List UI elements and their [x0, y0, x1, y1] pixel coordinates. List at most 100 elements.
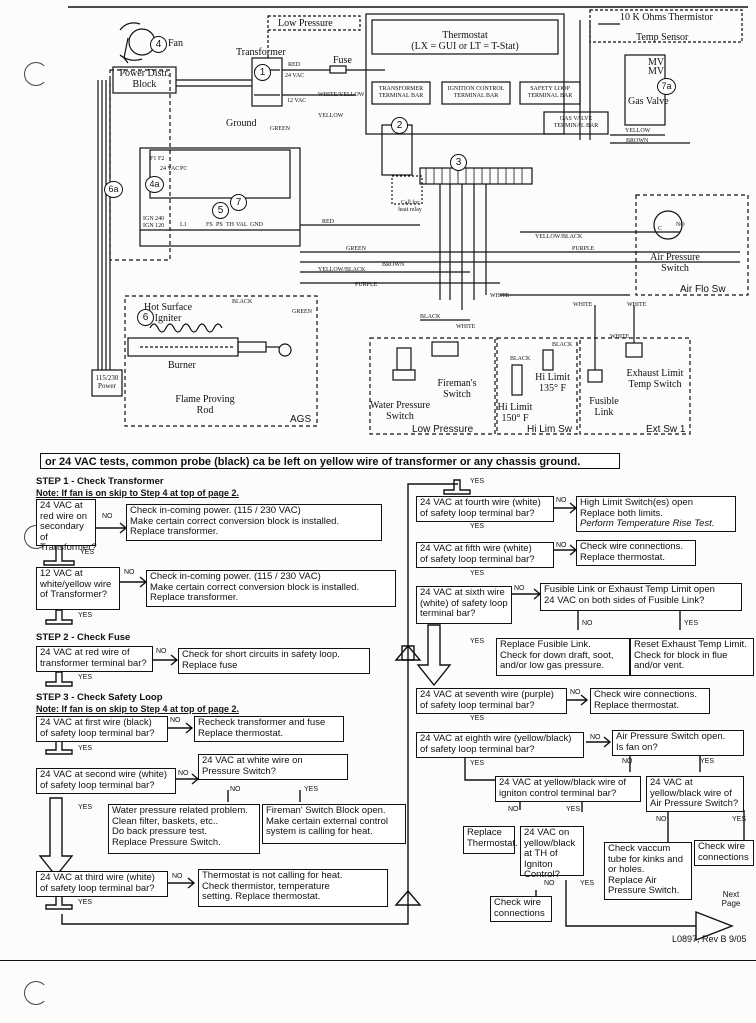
a-reset-exhaust: Reset Exhaust Temp Limit. Check for bloc…	[630, 638, 754, 676]
callout-7: 7	[230, 194, 247, 211]
no-label: NO	[570, 689, 581, 696]
brown-wire-label-2: BROWN	[382, 262, 405, 268]
c-contact-label: C	[658, 226, 663, 232]
step2-heading: STEP 2 - Check Fuse	[36, 632, 131, 643]
no-label: NO	[590, 734, 601, 741]
yes-label: YES	[470, 715, 485, 722]
a-fuse: Check for short circuits in safety loop.…	[178, 648, 370, 674]
a-replace-fusible: Replace Fusible Link. Check for down dra…	[496, 638, 630, 676]
terminal-24vac: 24 VAC	[160, 166, 180, 172]
callout-7a: 7a	[657, 78, 676, 95]
a-check-wire-bottom: Check wire connections	[490, 896, 552, 922]
flame-rod-label: Flame Proving Rod	[175, 394, 235, 416]
terminal-l1: L1	[180, 222, 187, 228]
water-pressure-label: Water Pressure Switch	[370, 400, 431, 422]
callout-4a: 4a	[145, 176, 164, 193]
ground-label: Ground	[226, 118, 257, 129]
white-wire-label-3: WHITE	[627, 302, 647, 308]
exhaust-limit-label: Exhaust Limit Temp Switch	[626, 368, 684, 390]
terminal-ign120: IGN 120	[143, 223, 165, 229]
fusible-label: Fusible Link	[589, 396, 619, 418]
air-pressure-switch-label: Air Pressure Switch	[650, 252, 700, 274]
gas-valve-label: Gas Valve	[628, 96, 669, 107]
yes-label: YES	[580, 880, 595, 887]
q-fan-on: Air Pressure Switch open. Is fan on?	[612, 730, 744, 756]
yes-label: YES	[700, 758, 715, 765]
low-pressure-top-label: Low Pressure	[278, 18, 333, 29]
no-label: NO	[622, 758, 633, 765]
callout-4: 4	[150, 36, 167, 53]
a-12vac: Check in-coming power. (115 / 230 VAC) M…	[146, 570, 396, 607]
temperature-rise-test-text: Perform Temperature Rise Test.	[580, 518, 715, 529]
no-label: NO	[170, 717, 181, 724]
binder-hole-top	[24, 62, 48, 86]
terminal-val: VAL	[236, 222, 248, 228]
yes-label: YES	[78, 804, 93, 811]
step3-heading: STEP 3 - Check Safety Loop	[36, 692, 163, 703]
yes-label: YES	[566, 806, 581, 813]
no-label: NO	[172, 873, 183, 880]
q-seventh-wire: 24 VAC at seventh wire (purple) of safet…	[416, 688, 567, 714]
q-third-wire: 24 VAC at third wire (white) of safety l…	[36, 871, 168, 897]
power-block-label: Power Distr. Block	[119, 68, 170, 90]
12vac-label: 12 VAC	[287, 98, 307, 104]
no-label: NO	[582, 620, 593, 627]
step3-note: Note: If fan is on skip to Step 4 at top…	[36, 704, 240, 714]
callout-2: 2	[391, 117, 408, 134]
thermistor-label: 10 K Ohms Thermistor	[620, 12, 713, 23]
black-wire-label: BLACK	[232, 299, 253, 305]
gas-valve-bar-label: GAS VALVE TERMINAL BAR	[553, 116, 599, 129]
q-white-pressure-switch: 24 VAC at white wire on Pressure Switch?	[198, 754, 348, 780]
yes-label: YES	[470, 638, 485, 645]
terminal-th: TH	[226, 222, 234, 228]
yellow-wire-label-2: YELLOW	[625, 128, 651, 134]
callout-5: 5	[212, 202, 229, 219]
no-label: NO	[230, 786, 241, 793]
transformer-label: Transformer	[236, 47, 286, 58]
ignition-bar-label: IGNITION CONTROL TERMINAL BAR	[447, 86, 505, 99]
yes-label: YES	[684, 620, 699, 627]
step1-note: Note: If fan is on skip to Step 4 at top…	[36, 488, 240, 498]
no-label: NO	[102, 513, 113, 520]
no-label: NO	[124, 569, 135, 576]
hot-surface-label: Hot Surface Igniter	[143, 302, 193, 324]
fuse-label: Fuse	[333, 55, 352, 66]
yes-label: YES	[304, 786, 319, 793]
call-heat-label: Call for heat relay	[398, 200, 422, 213]
hi-limit-150-label: Hi Limit 150° F	[497, 402, 533, 424]
yes-label: YES	[470, 523, 485, 530]
a-fourth-wire-text: High Limit Switch(es) open Replace both …	[580, 497, 693, 519]
transformer-bar-label: TRANSFORMER TERMINAL BAR	[378, 86, 424, 99]
red-wire-label: RED	[288, 62, 300, 68]
callout-3: 3	[450, 154, 467, 171]
document-id: L0897, Rev B 9/05	[672, 934, 747, 944]
hi-lim-sw-label: Hi Lim Sw	[527, 424, 573, 435]
temp-sensor-label: Temp Sensor	[636, 32, 689, 43]
power-label: 115/230 Power	[95, 374, 119, 390]
q-eighth-wire: 24 VAC at eighth wire (yellow/black) of …	[416, 732, 584, 758]
q-second-wire: 24 VAC at second wire (white) of safety …	[36, 768, 176, 794]
q-fourth-wire: 24 VAC at fourth wire (white) of safety …	[416, 496, 554, 522]
24vac-label: 24 VAC	[285, 73, 305, 79]
fan-label: Fan	[168, 38, 183, 49]
air-flo-sw-label: Air Flo Sw	[680, 284, 726, 295]
instruction-banner: or 24 VAC tests, common probe (black) ca…	[40, 453, 620, 469]
no-label: NO	[514, 585, 525, 592]
burner-label: Burner	[168, 360, 196, 371]
no-label: NO	[656, 816, 667, 823]
a-check-wire-right: Check wire connections	[694, 840, 754, 866]
brown-wire-label: BROWN	[626, 138, 649, 144]
q-aps-yellow-black: 24 VAC at yellow/black wire of Air Press…	[646, 776, 744, 812]
mv1-label: MV	[648, 57, 665, 68]
mv2-label: MV	[648, 66, 665, 77]
bottom-divider	[0, 960, 756, 961]
q-12vac: 12 VAC at white/yellow wire of Transform…	[36, 567, 120, 610]
q-fifth-wire: 24 VAC at fifth wire (white) of safety l…	[416, 542, 554, 568]
no-label: NO	[156, 648, 167, 655]
yes-label: YES	[78, 674, 93, 681]
yes-label: YES	[78, 899, 93, 906]
terminal-f2: F2	[158, 156, 165, 162]
q-ignition-yellow-black: 24 VAC at yellow/black wire of igniton c…	[495, 776, 641, 802]
next-page-label[interactable]: Next Page	[721, 890, 741, 908]
terminal-ps: PS	[216, 222, 223, 228]
